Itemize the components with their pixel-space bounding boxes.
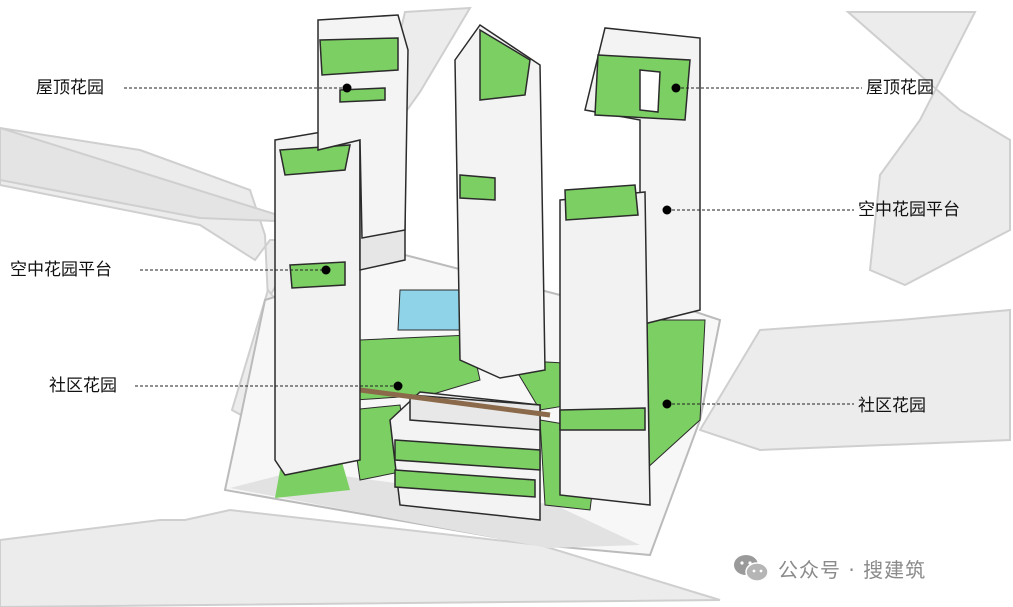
label-community-garden-left: 社区花园 xyxy=(49,376,117,396)
watermark-text: 公众号 · 搜建筑 xyxy=(778,557,927,582)
label-sky-garden-platform-left: 空中花园平台 xyxy=(10,260,112,280)
tower-left-back xyxy=(317,14,409,239)
label-community-garden-right: 社区花园 xyxy=(858,396,926,416)
label-sky-garden-platform-right: 空中花园平台 xyxy=(858,200,960,220)
label-rooftop-garden-right: 屋顶花园 xyxy=(866,78,934,98)
marker-dot xyxy=(393,381,403,391)
tower-right-front xyxy=(559,184,651,506)
label-rooftop-garden-left: 屋顶花园 xyxy=(36,78,104,98)
podium-building xyxy=(359,387,551,521)
marker-dot xyxy=(321,265,331,275)
road-network xyxy=(0,6,1011,607)
watermark: 公众号 · 搜建筑 xyxy=(732,553,926,583)
marker-dot xyxy=(342,83,352,93)
wechat-icon xyxy=(734,555,769,582)
marker-dot xyxy=(662,399,672,409)
marker-dot xyxy=(662,205,672,215)
marker-dot xyxy=(671,83,681,93)
leader-lines xyxy=(124,87,862,405)
tower-right-back xyxy=(584,27,701,326)
marker-dots xyxy=(321,83,681,409)
tower-center xyxy=(454,23,546,379)
